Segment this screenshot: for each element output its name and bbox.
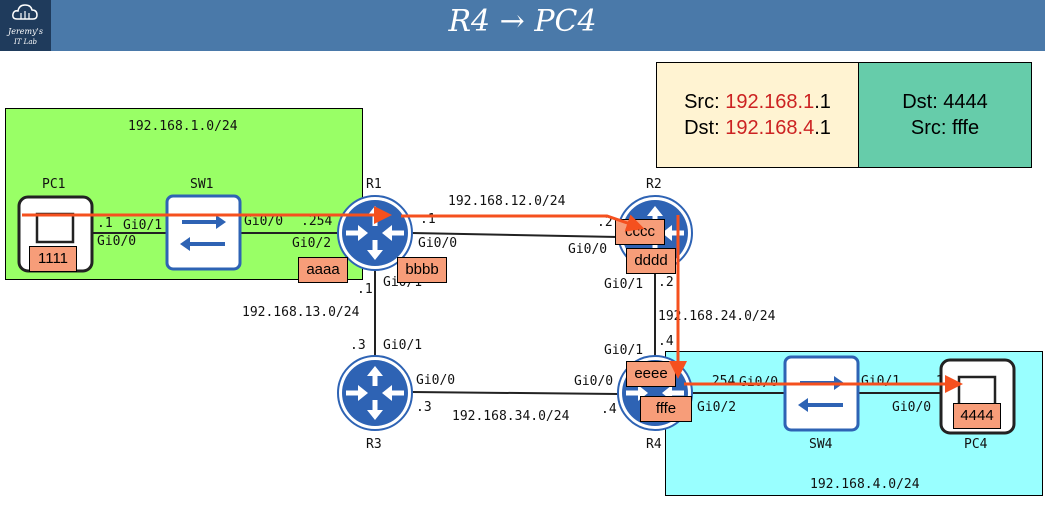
r4-gi02-label: Gi0/2 <box>697 400 737 415</box>
ip-src-label: Src: <box>684 91 726 113</box>
pc4-gi00-label: Gi0/0 <box>892 400 932 415</box>
lan1-network-label: 192.168.1.0/24 <box>128 119 238 134</box>
r3-label: R3 <box>366 437 382 452</box>
mac-tag-r1-g02: aaaa <box>298 257 348 283</box>
r1-r3-network-label: 192.168.13.0/24 <box>242 305 360 320</box>
r3-r4-network-label: 192.168.34.0/24 <box>452 409 570 424</box>
ip-dst-host: .1 <box>814 117 831 139</box>
ip-dst-network: 192.168.4 <box>725 117 815 139</box>
r4-label: R4 <box>646 437 662 452</box>
page-title: R4 → PC4 <box>448 4 597 39</box>
r2-gi00-label: Gi0/0 <box>568 242 608 257</box>
sw1-gi00-label: Gi0/0 <box>244 214 284 229</box>
logo-line1: Jeremy's <box>8 27 43 36</box>
r1-gi02-label: Gi0/2 <box>292 236 332 251</box>
r4-gi01-label: Gi0/1 <box>604 343 644 358</box>
mac-tag-pc4: 4444 <box>953 403 1001 429</box>
ip-header-box: Src: 192.168.1.1 Dst: 192.168.4.1 <box>656 62 859 168</box>
mac-tag-r4-g01: eeee <box>626 361 676 387</box>
logo: Jeremy's IT Lab <box>0 0 51 51</box>
r4-ip-34-label: .4 <box>601 402 617 417</box>
sw1-label: SW1 <box>190 177 214 192</box>
r1-ip-13-label: .1 <box>357 282 373 297</box>
sw4-label: SW4 <box>809 437 833 452</box>
r3-gi01-label: Gi0/1 <box>383 338 423 353</box>
r3-ip-34-label: .3 <box>416 400 432 415</box>
r4-ip-24-label: .4 <box>658 334 674 349</box>
pc1-label: PC1 <box>42 177 66 192</box>
ip-src-host: .1 <box>814 91 831 113</box>
mac-tag-r1-g00: bbbb <box>397 257 447 283</box>
mac-tag-pc1: 1111 <box>29 246 77 272</box>
mac-tag-r2-g01: dddd <box>626 248 676 274</box>
r4-gi00-label: Gi0/0 <box>574 374 614 389</box>
mac-tag-r4-g02: fffe <box>640 396 692 422</box>
mac-header-box: Dst: 4444 Src: fffe <box>858 62 1032 168</box>
r1-ip-lan-label: .254 <box>301 214 333 229</box>
path-r1-to-r2 <box>401 214 645 232</box>
mac-dst: Dst: 4444 <box>902 91 988 113</box>
pc4-label: PC4 <box>964 437 988 452</box>
r2-r4-network-label: 192.168.24.0/24 <box>658 309 776 324</box>
r3-ip-13-label: .3 <box>350 338 366 353</box>
pc1-ip-label: .1 <box>97 216 113 231</box>
lan4-network-label: 192.168.4.0/24 <box>810 477 920 492</box>
r2-ip-12-label: .2 <box>597 215 613 230</box>
link-r1-r2 <box>411 232 619 238</box>
ip-src-network: 192.168.1 <box>725 91 815 113</box>
r2-ip-24-label: .2 <box>658 275 674 290</box>
cloud-logo-icon <box>12 4 38 20</box>
r3-icon <box>337 355 413 431</box>
ip-dst-label: Dst: <box>684 117 726 139</box>
r2-gi01-label: Gi0/1 <box>604 277 644 292</box>
title-bar: Jeremy's IT Lab R4 → PC4 <box>0 0 1045 51</box>
ip-dst-line: Dst: 192.168.4.1 <box>657 117 858 140</box>
r2-label: R2 <box>646 177 662 192</box>
mac-src: Src: fffe <box>910 117 980 139</box>
r1-label: R1 <box>366 177 382 192</box>
pc1-gi00-label: Gi0/0 <box>97 234 137 249</box>
link-r3-r4 <box>411 391 619 395</box>
r1-r2-network-label: 192.168.12.0/24 <box>448 194 566 209</box>
sw1-gi01-label: Gi0/1 <box>123 218 163 233</box>
r1-gi00-label: Gi0/0 <box>418 236 458 251</box>
logo-line2: IT Lab <box>14 38 37 46</box>
r3-gi00-label: Gi0/0 <box>416 373 456 388</box>
ip-src-line: Src: 192.168.1.1 <box>657 91 858 114</box>
